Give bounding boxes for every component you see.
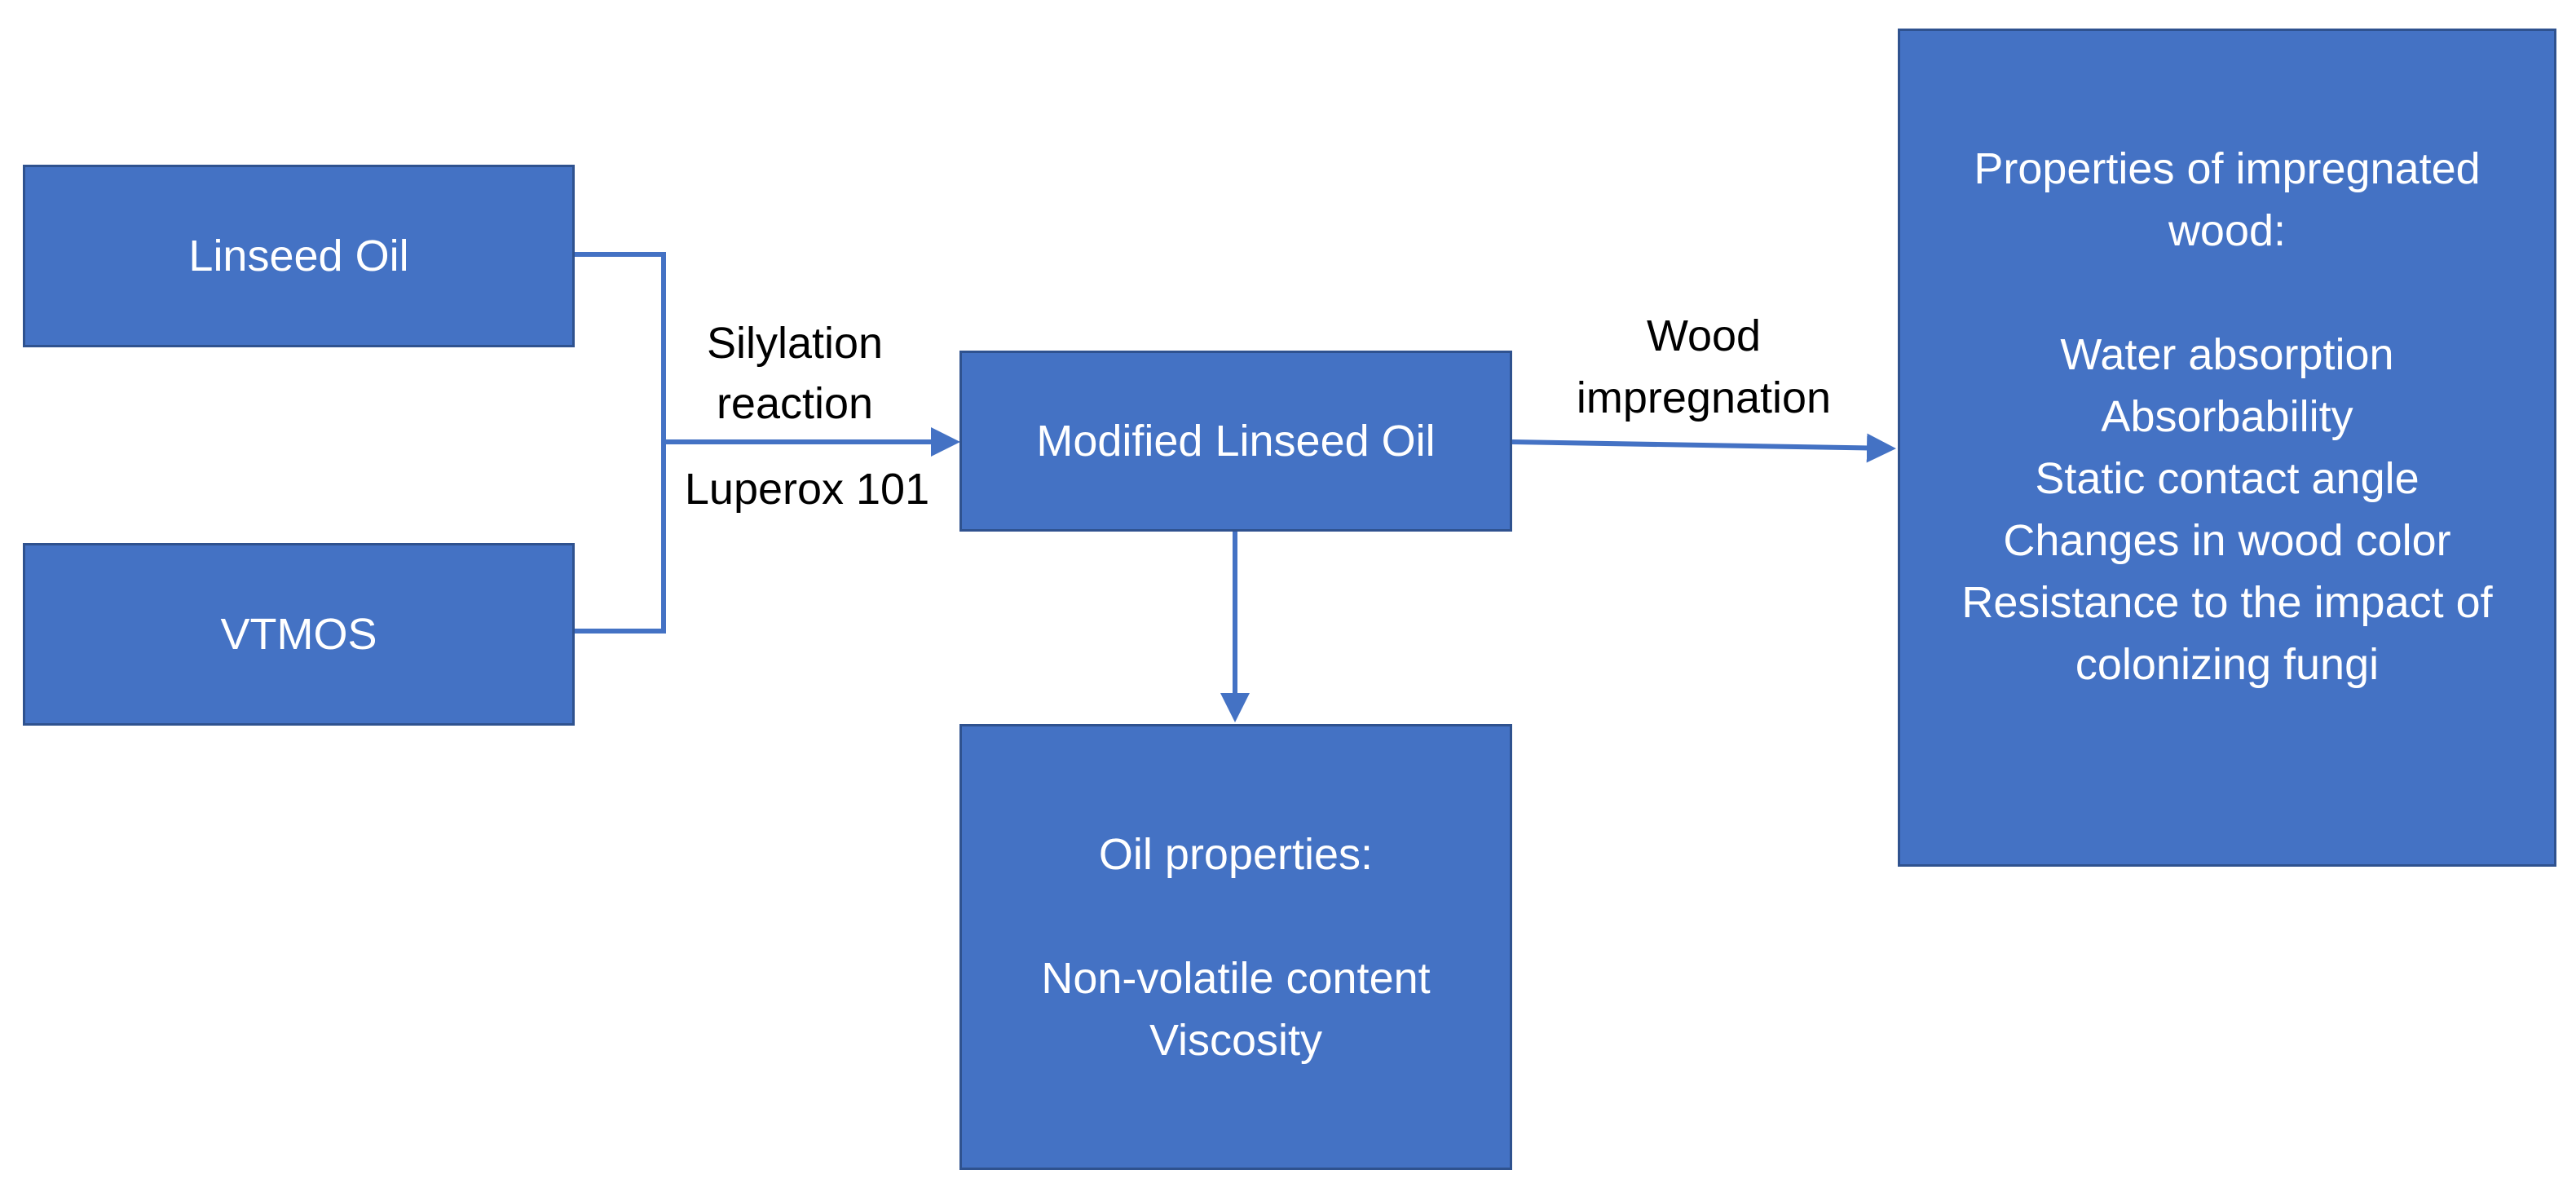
oil-properties-title: Oil properties: <box>1098 829 1374 879</box>
catalyst-label: Luperox 101 <box>684 465 930 514</box>
vtmos-node: VTMOS <box>23 543 575 726</box>
linseed-oil-label: Linseed Oil <box>188 232 409 280</box>
wood-properties-title-line1: Properties of impregnated <box>1974 144 2481 193</box>
wood-property-item: Water absorption <box>2060 330 2394 379</box>
wood-property-item: Absorbability <box>2101 392 2353 441</box>
modified-linseed-oil-label: Modified Linseed Oil <box>1036 417 1436 466</box>
wood-properties-title-line2: wood: <box>2168 206 2287 255</box>
oil-properties-node: Oil properties: Non-volatile content Vis… <box>959 724 1512 1170</box>
modified-linseed-oil-node: Modified Linseed Oil <box>959 351 1512 532</box>
impregnation-arrow <box>1511 433 1896 463</box>
wood-property-item: Static contact angle <box>2035 454 2419 503</box>
oil-property-item: Non-volatile content <box>1041 953 1431 1003</box>
vtmos-label: VTMOS <box>220 610 377 659</box>
wood-property-item: Changes in wood color <box>2003 516 2451 565</box>
wood-property-item: colonizing fungi <box>2075 640 2380 689</box>
impregnation-label-line1: Wood <box>1646 311 1762 360</box>
linseed-oil-node: Linseed Oil <box>23 165 575 347</box>
wood-properties-node: Properties of impregnated wood: Water ab… <box>1898 29 2556 867</box>
merge-bracket <box>574 252 666 634</box>
silylation-label-line1: Silylation <box>706 319 884 368</box>
impregnation-label-line2: impregnation <box>1576 373 1832 422</box>
wood-property-item: Resistance to the impact of <box>1961 578 2493 627</box>
oil-property-item: Viscosity <box>1149 1015 1323 1065</box>
silylation-label-line2: reaction <box>716 379 874 428</box>
